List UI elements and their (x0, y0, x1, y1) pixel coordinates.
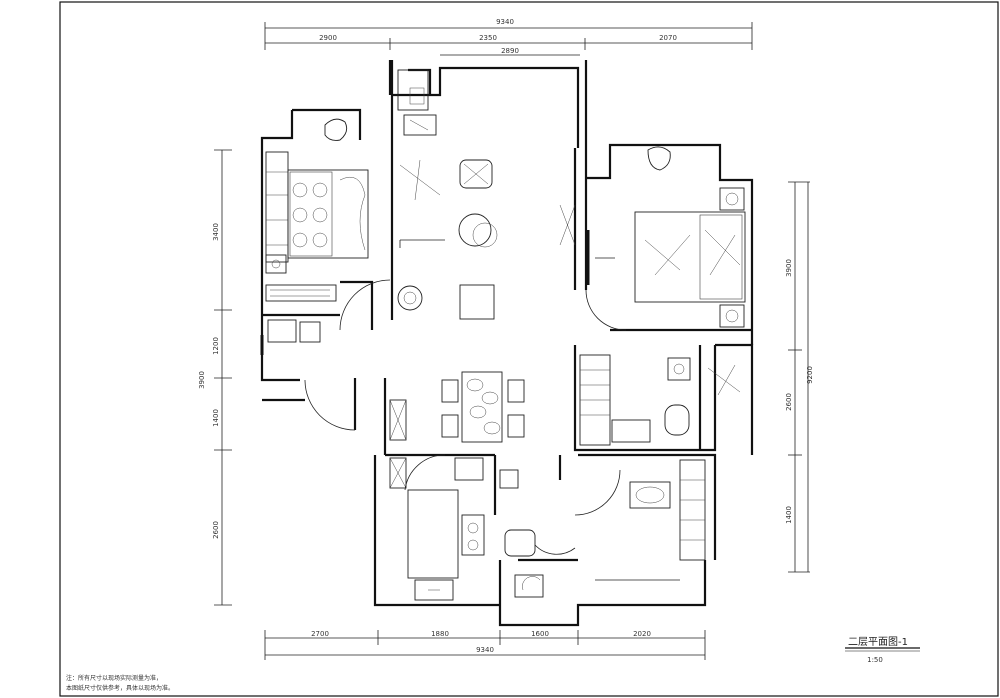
top-total-dim: 9340 (496, 18, 514, 26)
washing-machine (397, 285, 423, 311)
armchair (459, 159, 493, 189)
left-total-dim: 3900 (198, 371, 206, 389)
right-total-dim: 9200 (806, 366, 814, 384)
toilet (664, 404, 690, 436)
nightstand (265, 254, 287, 274)
right-dimensions: 3900 2600 1400 9200 (785, 181, 814, 573)
bottom-dim-4: 2020 (633, 630, 651, 638)
round-table (458, 213, 492, 247)
right-bedroom (585, 146, 746, 331)
left-dim-4: 2600 (212, 521, 220, 539)
left-dim-1: 3400 (212, 223, 220, 241)
right-dim-1: 3900 (785, 259, 793, 277)
lower-bath (574, 459, 706, 581)
dining-table (461, 371, 503, 443)
walls (260, 60, 754, 627)
dining (304, 371, 525, 443)
kitchen (339, 69, 576, 331)
left-bedroom (260, 118, 369, 355)
bathtub (611, 419, 651, 443)
drawing-title: 二层平面图-1 (848, 636, 908, 648)
plant (324, 118, 348, 141)
bottom-total-dim: 9340 (476, 646, 494, 654)
bottom-dimensions: 2700 1880 1600 2020 9340 (264, 630, 706, 660)
top-dim-3: 2070 (659, 34, 677, 42)
kitchen-counter (407, 489, 459, 579)
double-bed-2 (634, 211, 746, 303)
fridge (397, 69, 429, 111)
lower-kitchen (389, 399, 576, 601)
bottom-dim-2: 1880 (431, 630, 449, 638)
drawing-frame (59, 1, 999, 697)
left-dim-3: 1400 (212, 409, 220, 427)
bathroom-right (579, 354, 741, 446)
note-line-2: 本图纸尺寸仅供参考，具体以现场为准。 (66, 684, 174, 692)
right-dim-2: 2600 (785, 393, 793, 411)
left-dimensions: 3400 1200 1400 2600 3900 (198, 149, 232, 606)
top-inner-dim: 2890 (501, 47, 519, 55)
left-dim-2: 1200 (212, 337, 220, 355)
stove (403, 114, 437, 136)
bottom-dim-3: 1600 (531, 630, 549, 638)
wardrobe (265, 151, 289, 263)
double-bed (287, 169, 369, 259)
right-dim-3: 1400 (785, 506, 793, 524)
sink (414, 579, 454, 601)
note-line-1: 注：所有尺寸以现场实际测量为准， (66, 674, 162, 682)
drawing-scale: 1:50 (867, 656, 883, 664)
top-dim-1: 2900 (319, 34, 337, 42)
top-dim-2: 2350 (479, 34, 497, 42)
top-dimensions: 9340 2900 2350 2070 2890 (264, 18, 753, 56)
nightstand-2 (719, 187, 745, 211)
bottom-dim-1: 2700 (311, 630, 329, 638)
plant-2 (647, 146, 671, 171)
desk (265, 284, 337, 302)
storage-cabinet (679, 459, 706, 561)
basin (667, 357, 691, 381)
